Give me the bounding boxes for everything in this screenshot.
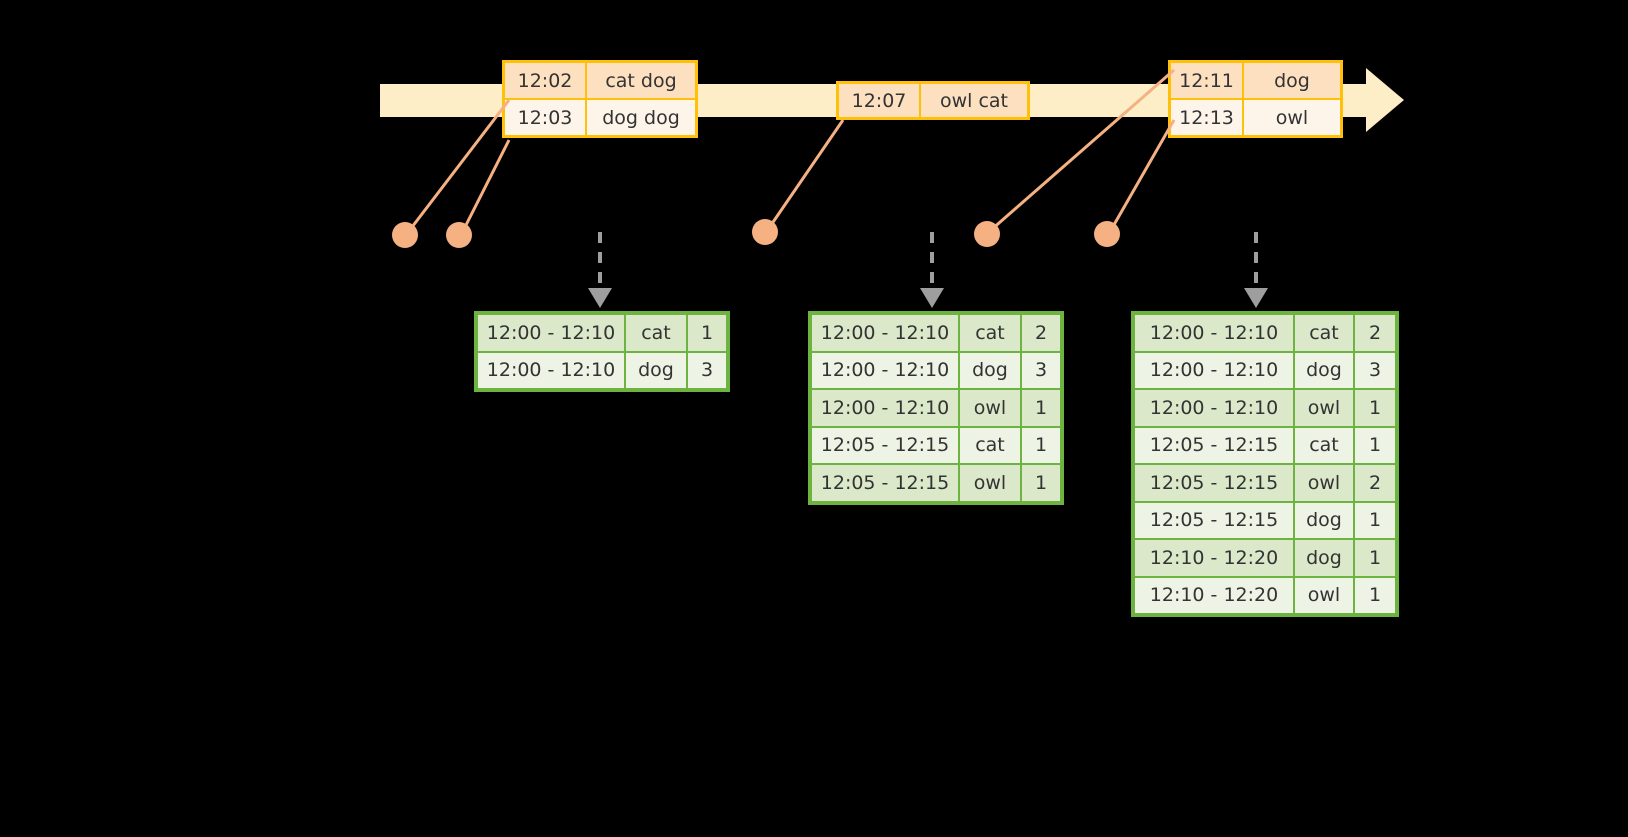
cell-word: dog: [1294, 351, 1354, 389]
cell-count: 2: [1021, 314, 1061, 352]
table-row: 12:05 - 12:15 cat 1: [1134, 426, 1396, 464]
cell-count: 1: [1354, 389, 1396, 427]
event-time: 12:03: [505, 100, 587, 135]
event-row[interactable]: 12:11 dog: [1171, 63, 1340, 100]
cell-count: 1: [1354, 576, 1396, 614]
timeline-arrow-head: [1366, 68, 1404, 132]
cell-count: 2: [1354, 314, 1396, 352]
event-value: cat dog: [587, 63, 695, 98]
event-value: owl: [1244, 100, 1340, 135]
connector-line: [461, 139, 511, 232]
cell-count: 1: [1021, 389, 1061, 427]
connector-line: [407, 99, 511, 232]
cell-count: 3: [687, 351, 727, 389]
event-time: 12:11: [1171, 63, 1244, 98]
connector-line: [1109, 119, 1176, 231]
table-row: 12:00 - 12:10 cat 2: [1134, 314, 1396, 352]
cell-window: 12:00 - 12:10: [477, 314, 625, 352]
cell-word: cat: [959, 314, 1021, 352]
table-row: 12:10 - 12:20 dog 1: [1134, 539, 1396, 577]
cell-count: 1: [1021, 464, 1061, 502]
event-time: 12:02: [505, 63, 587, 98]
flow-arrow-head: [920, 288, 944, 308]
cell-word: owl: [959, 464, 1021, 502]
event-box-group-3[interactable]: 12:11 dog 12:13 owl: [1168, 60, 1343, 138]
flow-arrow-head: [1244, 288, 1268, 308]
table-row: 12:00 - 12:10 cat 2: [811, 314, 1061, 352]
table-row: 12:05 - 12:15 owl 1: [811, 464, 1061, 502]
cell-word: owl: [1294, 576, 1354, 614]
cell-word: owl: [959, 389, 1021, 427]
cell-word: dog: [1294, 501, 1354, 539]
table-row: 12:10 - 12:20 owl 1: [1134, 576, 1396, 614]
cell-window: 12:00 - 12:10: [811, 389, 959, 427]
event-marker-dot: [752, 219, 778, 245]
table-row: 12:00 - 12:10 dog 3: [1134, 351, 1396, 389]
cell-word: dog: [959, 351, 1021, 389]
event-marker-dot: [974, 221, 1000, 247]
event-row[interactable]: 12:07 owl cat: [839, 84, 1027, 117]
event-value: dog dog: [587, 100, 695, 135]
window-result-table-2: 12:00 - 12:10 cat 2 12:00 - 12:10 dog 3 …: [808, 311, 1064, 505]
event-row[interactable]: 12:13 owl: [1171, 100, 1340, 135]
table-row: 12:00 - 12:10 dog 3: [477, 351, 727, 389]
cell-word: cat: [1294, 314, 1354, 352]
event-time: 12:13: [1171, 100, 1244, 135]
cell-word: owl: [1294, 464, 1354, 502]
event-row[interactable]: 12:02 cat dog: [505, 63, 695, 100]
cell-word: dog: [1294, 539, 1354, 577]
cell-count: 3: [1354, 351, 1396, 389]
cell-window: 12:00 - 12:10: [1134, 351, 1294, 389]
cell-word: dog: [625, 351, 687, 389]
event-marker-dot: [446, 222, 472, 248]
window-result-table-3: 12:00 - 12:10 cat 2 12:00 - 12:10 dog 3 …: [1131, 311, 1399, 617]
cell-window: 12:05 - 12:15: [811, 464, 959, 502]
table-row: 12:05 - 12:15 owl 2: [1134, 464, 1396, 502]
cell-window: 12:00 - 12:10: [811, 351, 959, 389]
event-row[interactable]: 12:03 dog dog: [505, 100, 695, 135]
event-marker-dot: [392, 222, 418, 248]
cell-count: 1: [1354, 426, 1396, 464]
cell-window: 12:05 - 12:15: [1134, 426, 1294, 464]
cell-window: 12:00 - 12:10: [1134, 389, 1294, 427]
cell-word: cat: [1294, 426, 1354, 464]
cell-window: 12:05 - 12:15: [1134, 501, 1294, 539]
table-row: 12:00 - 12:10 dog 3: [811, 351, 1061, 389]
cell-window: 12:00 - 12:10: [1134, 314, 1294, 352]
flow-arrow-head: [588, 288, 612, 308]
cell-window: 12:10 - 12:20: [1134, 539, 1294, 577]
event-value: owl cat: [921, 84, 1027, 117]
cell-window: 12:10 - 12:20: [1134, 576, 1294, 614]
cell-count: 1: [1354, 501, 1396, 539]
cell-word: cat: [959, 426, 1021, 464]
table-row: 12:00 - 12:10 owl 1: [1134, 389, 1396, 427]
connector-line: [767, 119, 845, 229]
cell-count: 1: [1354, 539, 1396, 577]
event-value: dog: [1244, 63, 1340, 98]
table-row: 12:05 - 12:15 dog 1: [1134, 501, 1396, 539]
event-box-group-1[interactable]: 12:02 cat dog 12:03 dog dog: [502, 60, 698, 138]
cell-count: 2: [1354, 464, 1396, 502]
cell-window: 12:00 - 12:10: [477, 351, 625, 389]
table-row: 12:00 - 12:10 cat 1: [477, 314, 727, 352]
cell-window: 12:00 - 12:10: [811, 314, 959, 352]
table-row: 12:05 - 12:15 cat 1: [811, 426, 1061, 464]
event-time: 12:07: [839, 84, 921, 117]
event-box-group-2[interactable]: 12:07 owl cat: [836, 81, 1030, 120]
event-marker-dot: [1094, 221, 1120, 247]
window-result-table-1: 12:00 - 12:10 cat 1 12:00 - 12:10 dog 3: [474, 311, 730, 392]
cell-count: 1: [1021, 426, 1061, 464]
cell-window: 12:05 - 12:15: [1134, 464, 1294, 502]
table-row: 12:00 - 12:10 owl 1: [811, 389, 1061, 427]
cell-word: owl: [1294, 389, 1354, 427]
cell-word: cat: [625, 314, 687, 352]
cell-window: 12:05 - 12:15: [811, 426, 959, 464]
cell-count: 1: [687, 314, 727, 352]
cell-count: 3: [1021, 351, 1061, 389]
